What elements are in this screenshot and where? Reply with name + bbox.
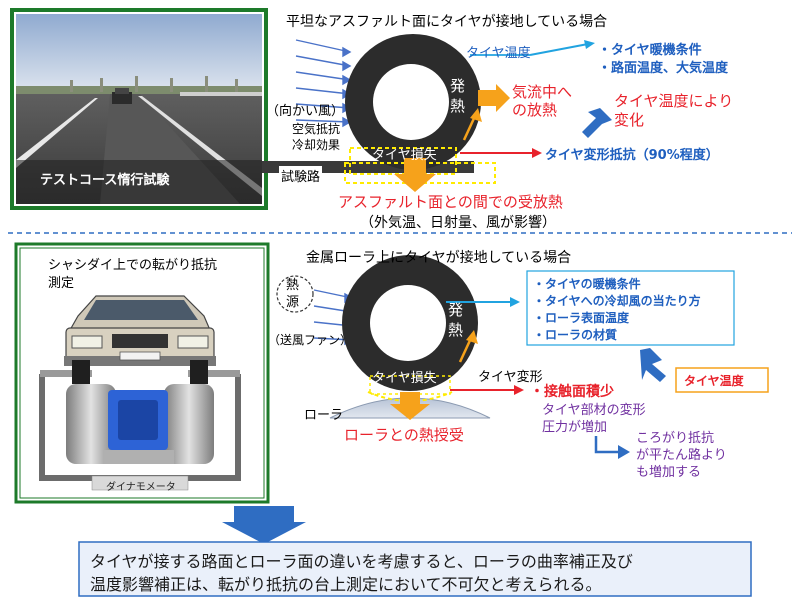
temp-change-label: タイヤ温度により 変化 [614,92,734,129]
chassis-dyno-illustration [14,242,270,504]
bottom-heat-down-arrow [390,392,430,420]
top-change-arrow [582,108,612,138]
heat-source-label: 熱 源 [286,278,300,310]
top-heat-down-arrow [394,158,436,192]
top-temp-factor-1: ・タイヤ暖機条件 [598,43,702,58]
bottom-section-title: 金属ローラ上にタイヤが接地している場合 [306,250,572,266]
roller-label: ローラ [304,408,344,423]
contact-area-label: ・接触面積少 [530,384,614,400]
photo-caption: テストコース惰行試験 [40,173,170,188]
condition-item-4: ・ローラの材質 [533,328,618,342]
condition-item-3: ・ローラ表面温度 [533,311,630,325]
deform-pressure-label: タイヤ部材の変形 圧力が増加 [542,403,646,435]
tire-deform-label: タイヤ変形 [478,370,543,385]
cooling-effect-label: 冷却効果 [292,138,341,152]
summary-line-2: 温度影響補正は、転がり抵抗の台上測定において不可欠と考えられる。 [90,575,602,594]
test-course-photo [10,8,268,210]
top-tire-rim [373,64,449,140]
asphalt-heat-label: アスファルト面との間での受放熱 [338,193,563,211]
tire-temp-box [675,367,769,393]
summary-line-1: タイヤが接する路面とローラ面の違いを考慮すると、ローラの曲率補正及び [90,552,633,571]
bottom-change-arrow [640,348,666,382]
condition-item-2: ・タイヤへの冷却風の当たり方 [533,294,701,308]
headwind-label: （向かい風） [266,104,345,119]
top-temp-factor-2: ・路面温度、大気温度 [598,61,729,76]
asphalt-heat-note: （外気温、日射量、風が影響） [360,215,556,231]
roller-heat-label: ローラとの熱授受 [344,426,464,444]
top-tire-temp-label: タイヤ温度 [466,46,531,61]
air-resistance-label: 空気抵抗 [292,122,341,136]
dynamometer-label: ダイナモメータ [106,482,176,493]
top-airflow-arrow [478,84,510,112]
airflow-release-label: 気流中へ の放熱 [512,83,573,119]
condition-item-1: ・タイヤの暖機条件 [533,277,641,291]
heat-source-circle [276,275,314,313]
top-heat-generation-label: 発 熱 [450,77,466,115]
deform-resistance-label: タイヤ変形抵抗（90%程度） [545,148,719,163]
summary-box [78,541,752,597]
top-wind-arrows [295,39,352,128]
conditions-box [526,270,735,346]
bottom-heat-generation-label: 発 熱 [448,301,464,339]
tire-temp-box-label: タイヤ温度 [684,374,744,388]
top-tire-loss-label: タイヤ損失 [372,148,437,163]
bottom-tire-loss-label: タイヤ損失 [372,371,437,386]
rolling-increase-label: ころがり抵抗 が平たん路より も増加する [636,431,727,480]
chassis-title: シャシダイ上での転がり抵抗 測定 [48,258,218,291]
test-road-label: 試験路 [279,166,323,185]
summary-arrow [222,506,306,544]
top-section-title: 平坦なアスファルト面にタイヤが接地している場合 [286,14,608,30]
blower-label: （送風ファン） [268,333,353,347]
increase-arrow [594,436,620,454]
bottom-tire-rim [370,285,446,361]
